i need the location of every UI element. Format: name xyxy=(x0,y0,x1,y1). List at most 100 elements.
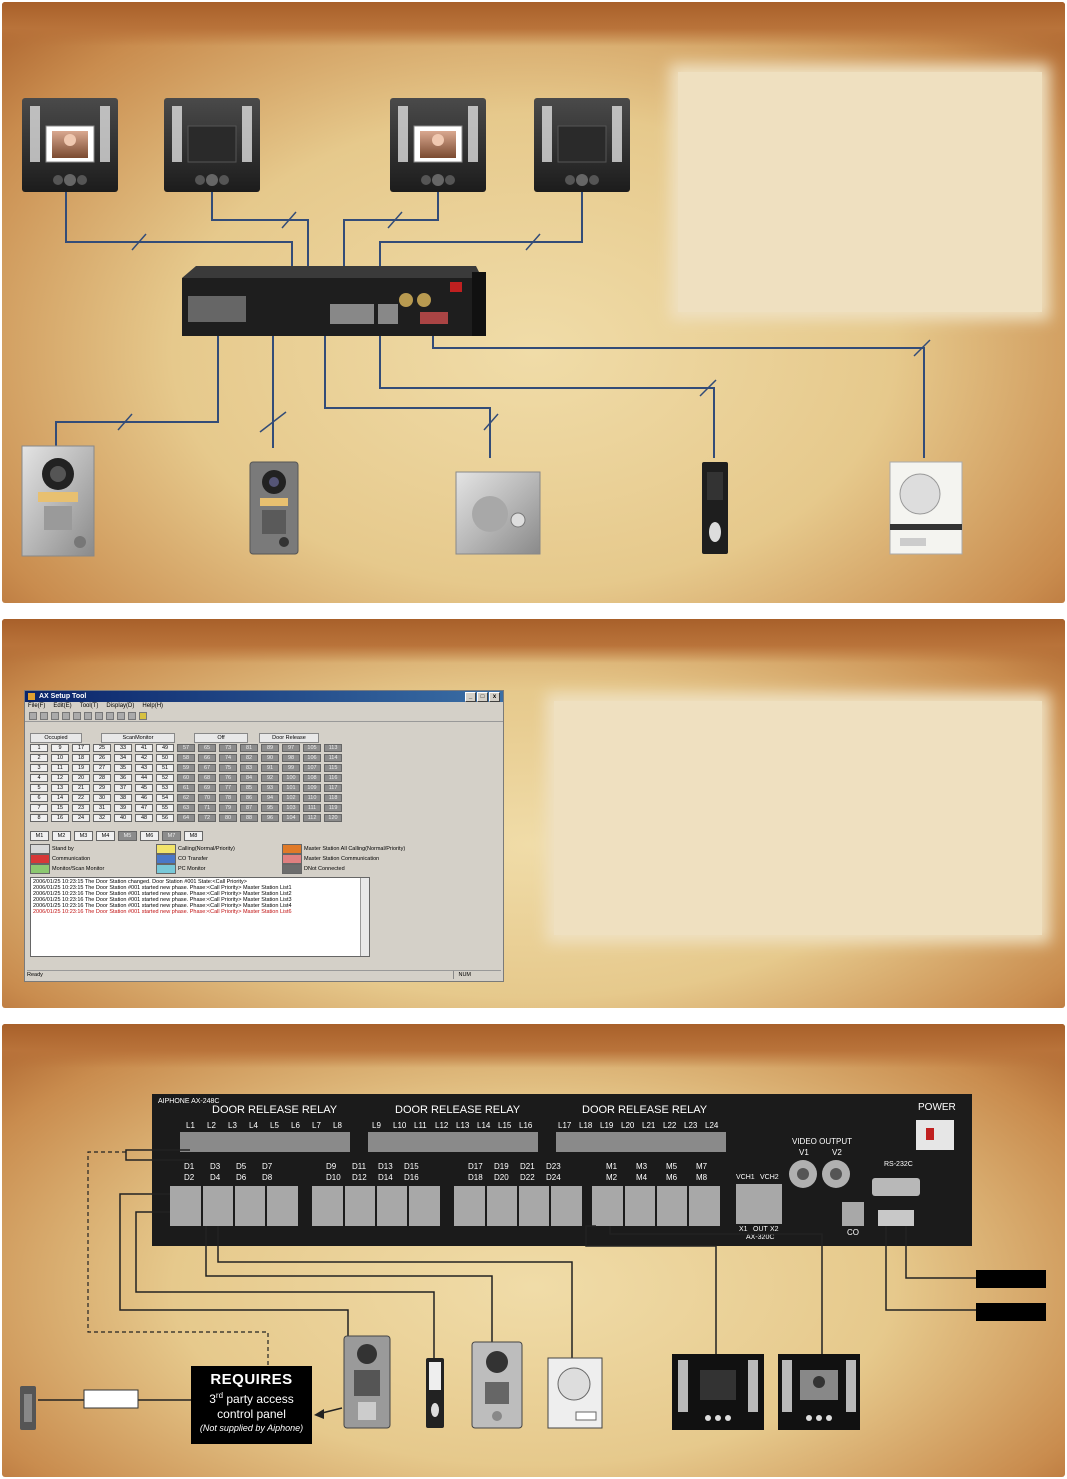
master-station-button[interactable]: M5 xyxy=(118,831,137,841)
door-station-cell[interactable]: 18 xyxy=(72,754,90,762)
menu-display[interactable]: Display(D) xyxy=(106,703,135,709)
door-station-cell[interactable]: 34 xyxy=(114,754,132,762)
door-station-cell[interactable]: 103 xyxy=(282,804,300,812)
door-station-cell[interactable]: 13 xyxy=(51,784,69,792)
door-station-cell[interactable]: 42 xyxy=(135,754,153,762)
door-station-cell[interactable]: 5 xyxy=(30,784,48,792)
print-icon[interactable] xyxy=(73,712,81,720)
door-station-cell[interactable]: 82 xyxy=(240,754,258,762)
monitor-icon[interactable] xyxy=(139,712,147,720)
door-station-cell[interactable]: 58 xyxy=(177,754,195,762)
close-button[interactable]: x xyxy=(489,692,500,702)
door-station-cell[interactable]: 65 xyxy=(198,744,216,752)
minimize-button[interactable]: _ xyxy=(465,692,476,702)
door-station-cell[interactable]: 64 xyxy=(177,814,195,822)
door-station-cell[interactable]: 112 xyxy=(303,814,321,822)
door-station-cell[interactable]: 109 xyxy=(303,784,321,792)
event-log[interactable]: 2006/01/25 10:23:15 The Door Station cha… xyxy=(30,877,370,957)
door-station-cell[interactable]: 100 xyxy=(282,774,300,782)
door-station-cell[interactable]: 26 xyxy=(93,754,111,762)
door-station-cell[interactable]: 62 xyxy=(177,794,195,802)
door-station-cell[interactable]: 89 xyxy=(261,744,279,752)
door-station-cell[interactable]: 92 xyxy=(261,774,279,782)
door-station-cell[interactable]: 44 xyxy=(135,774,153,782)
menu-help[interactable]: Help(H) xyxy=(142,703,164,709)
door-station-cell[interactable]: 105 xyxy=(303,744,321,752)
door-station-cell[interactable]: 78 xyxy=(219,794,237,802)
door-station-cell[interactable]: 1 xyxy=(30,744,48,752)
door-station-cell[interactable]: 73 xyxy=(219,744,237,752)
door-station-cell[interactable]: 54 xyxy=(156,794,174,802)
door-station-cell[interactable]: 6 xyxy=(30,794,48,802)
maximize-button[interactable]: □ xyxy=(477,692,488,702)
door-station-cell[interactable]: 104 xyxy=(282,814,300,822)
door-station-cell[interactable]: 99 xyxy=(282,764,300,772)
door-station-cell[interactable]: 85 xyxy=(240,784,258,792)
door-station-cell[interactable]: 10 xyxy=(51,754,69,762)
door-station-cell[interactable]: 96 xyxy=(261,814,279,822)
door-station-cell[interactable]: 114 xyxy=(324,754,342,762)
door-station-cell[interactable]: 88 xyxy=(240,814,258,822)
door-station-cell[interactable]: 8 xyxy=(30,814,48,822)
door-station-cell[interactable]: 81 xyxy=(240,744,258,752)
door-station-cell[interactable]: 83 xyxy=(240,764,258,772)
door-station-cell[interactable]: 61 xyxy=(177,784,195,792)
door-station-cell[interactable]: 60 xyxy=(177,774,195,782)
door-station-cell[interactable]: 25 xyxy=(93,744,111,752)
door-station-cell[interactable]: 91 xyxy=(261,764,279,772)
door-station-cell[interactable]: 23 xyxy=(72,804,90,812)
door-release-button[interactable]: Door Release xyxy=(259,733,319,743)
door-station-cell[interactable]: 98 xyxy=(282,754,300,762)
door-station-cell[interactable]: 113 xyxy=(324,744,342,752)
door-station-cell[interactable]: 20 xyxy=(72,774,90,782)
door-station-cell[interactable]: 66 xyxy=(198,754,216,762)
door-station-cell[interactable]: 19 xyxy=(72,764,90,772)
door-station-cell[interactable]: 102 xyxy=(282,794,300,802)
door-station-cell[interactable]: 38 xyxy=(114,794,132,802)
save-icon[interactable] xyxy=(51,712,59,720)
arrow-left-icon[interactable] xyxy=(117,712,125,720)
door-station-cell[interactable]: 53 xyxy=(156,784,174,792)
door-station-cell[interactable]: 27 xyxy=(93,764,111,772)
door-station-cell[interactable]: 9 xyxy=(51,744,69,752)
door-station-cell[interactable]: 37 xyxy=(114,784,132,792)
door-station-cell[interactable]: 75 xyxy=(219,764,237,772)
door-station-cell[interactable]: 36 xyxy=(114,774,132,782)
door-station-cell[interactable]: 80 xyxy=(219,814,237,822)
door-station-cell[interactable]: 35 xyxy=(114,764,132,772)
log-scrollbar[interactable] xyxy=(360,878,369,956)
door-station-cell[interactable]: 106 xyxy=(303,754,321,762)
door-station-cell[interactable]: 115 xyxy=(324,764,342,772)
cut-icon[interactable] xyxy=(84,712,92,720)
door-station-cell[interactable]: 30 xyxy=(93,794,111,802)
door-station-cell[interactable]: 40 xyxy=(114,814,132,822)
arrow-right-icon[interactable] xyxy=(128,712,136,720)
door-station-cell[interactable]: 93 xyxy=(261,784,279,792)
door-station-cell[interactable]: 117 xyxy=(324,784,342,792)
door-station-cell[interactable]: 84 xyxy=(240,774,258,782)
menu-edit[interactable]: Edit(E) xyxy=(53,703,72,709)
door-station-cell[interactable]: 28 xyxy=(93,774,111,782)
door-station-cell[interactable]: 22 xyxy=(72,794,90,802)
door-station-cell[interactable]: 101 xyxy=(282,784,300,792)
door-station-cell[interactable]: 15 xyxy=(51,804,69,812)
door-station-cell[interactable]: 71 xyxy=(198,804,216,812)
door-station-cell[interactable]: 47 xyxy=(135,804,153,812)
door-station-cell[interactable]: 97 xyxy=(282,744,300,752)
door-station-cell[interactable]: 69 xyxy=(198,784,216,792)
door-station-cell[interactable]: 24 xyxy=(72,814,90,822)
door-station-cell[interactable]: 49 xyxy=(156,744,174,752)
door-station-cell[interactable]: 7 xyxy=(30,804,48,812)
door-station-cell[interactable]: 51 xyxy=(156,764,174,772)
door-station-cell[interactable]: 29 xyxy=(93,784,111,792)
occupied-button[interactable]: Occupied xyxy=(30,733,82,743)
door-station-cell[interactable]: 12 xyxy=(51,774,69,782)
door-station-cell[interactable]: 41 xyxy=(135,744,153,752)
door-station-cell[interactable]: 32 xyxy=(93,814,111,822)
door-station-cell[interactable]: 31 xyxy=(93,804,111,812)
door-station-cell[interactable]: 63 xyxy=(177,804,195,812)
door-station-cell[interactable]: 72 xyxy=(198,814,216,822)
master-station-button[interactable]: M1 xyxy=(30,831,49,841)
door-station-cell[interactable]: 46 xyxy=(135,794,153,802)
door-station-cell[interactable]: 108 xyxy=(303,774,321,782)
